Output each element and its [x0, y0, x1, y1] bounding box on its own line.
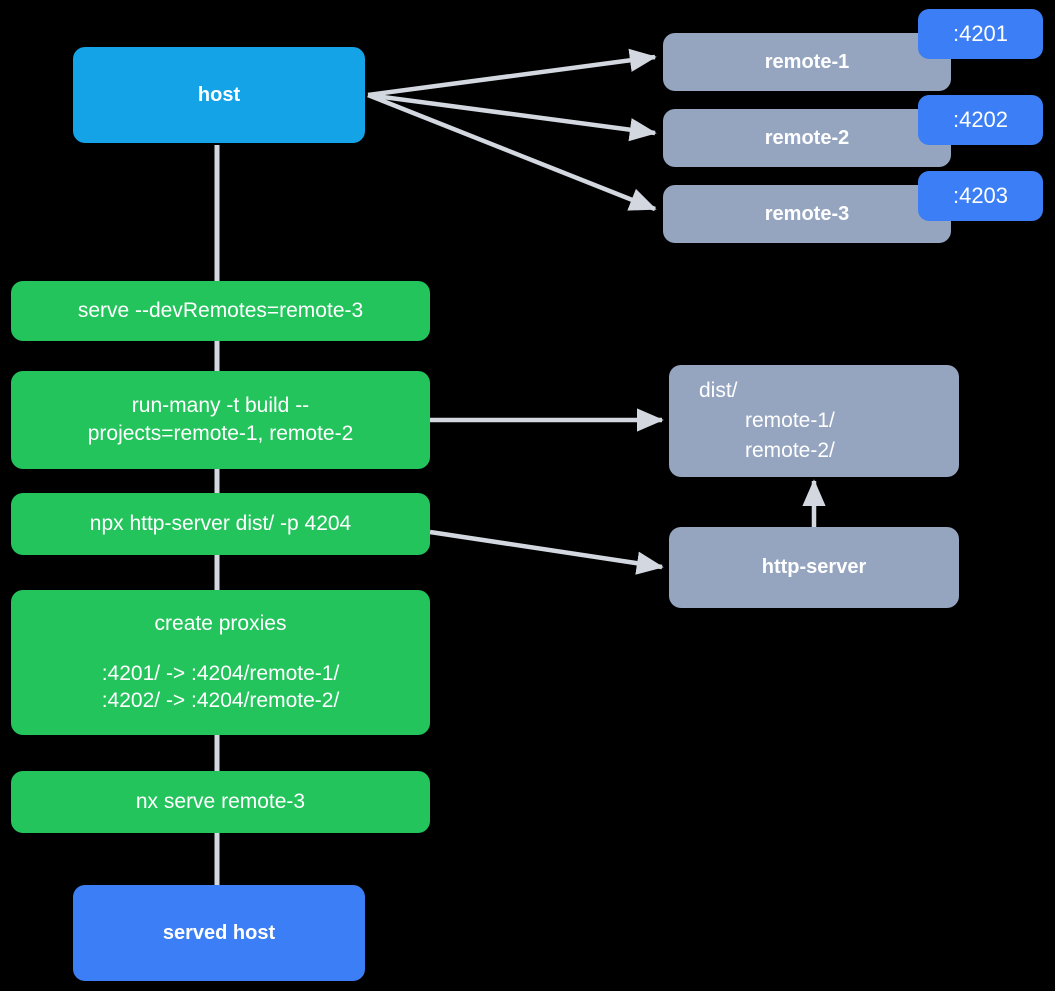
node-http-server[interactable]: http-server — [669, 527, 959, 608]
node-dist-folder[interactable]: dist/ remote-1/ remote-2/ — [669, 365, 959, 477]
node-command-create-proxies-mapping-2: :4202/ -> :4204/remote-2/ — [101, 689, 340, 713]
node-host-label: host — [197, 83, 241, 106]
node-command-npx-http-server[interactable]: npx http-server dist/ -p 4204 — [11, 493, 430, 555]
node-command-run-many-build-line-1: run-many -t build -- — [131, 394, 310, 418]
node-command-serve-devremotes-label: serve --devRemotes=remote-3 — [77, 299, 364, 323]
node-http-server-label: http-server — [761, 556, 867, 578]
port-badge-remote-3-label: :4203 — [952, 183, 1009, 208]
node-dist-folder-child-2: remote-2/ — [745, 438, 835, 462]
node-dist-folder-child-1: remote-1/ — [745, 409, 835, 433]
node-command-run-many-build-line-2: projects=remote-1, remote-2 — [87, 422, 354, 445]
node-command-create-proxies-mapping-1: :4201/ -> :4204/remote-1/ — [101, 661, 340, 685]
node-remote-2[interactable]: remote-2 — [663, 109, 951, 167]
node-remote-1-label: remote-1 — [764, 50, 850, 73]
node-command-nx-serve-remote-3-label: nx serve remote-3 — [135, 790, 306, 814]
node-command-create-proxies[interactable]: create proxies :4201/ -> :4204/remote-1/… — [11, 590, 430, 735]
port-badge-remote-1[interactable]: :4201 — [918, 9, 1043, 59]
port-badge-remote-1-label: :4201 — [952, 21, 1009, 46]
node-remote-3[interactable]: remote-3 — [663, 185, 951, 243]
host-to-remotes-connectors — [367, 48, 657, 212]
node-remote-3-label: remote-3 — [764, 202, 850, 225]
npx-to-httpserver-connector — [429, 529, 664, 575]
node-dist-folder-root: dist/ — [699, 379, 738, 403]
node-command-nx-serve-remote-3[interactable]: nx serve remote-3 — [11, 771, 430, 833]
node-remote-2-label: remote-2 — [764, 126, 850, 149]
port-badge-remote-2[interactable]: :4202 — [918, 95, 1043, 145]
node-command-npx-http-server-label: npx http-server dist/ -p 4204 — [89, 512, 352, 536]
node-host[interactable]: host — [73, 47, 365, 143]
node-command-serve-devremotes[interactable]: serve --devRemotes=remote-3 — [11, 281, 430, 341]
port-badge-remote-3[interactable]: :4203 — [918, 171, 1043, 221]
node-command-create-proxies-title: create proxies — [154, 611, 287, 635]
port-badge-remote-2-label: :4202 — [952, 107, 1009, 132]
node-served-host[interactable]: served host — [73, 885, 365, 981]
node-command-run-many-build[interactable]: run-many -t build -- projects=remote-1, … — [11, 371, 430, 469]
node-served-host-label: served host — [162, 921, 276, 944]
node-remote-1[interactable]: remote-1 — [663, 33, 951, 91]
